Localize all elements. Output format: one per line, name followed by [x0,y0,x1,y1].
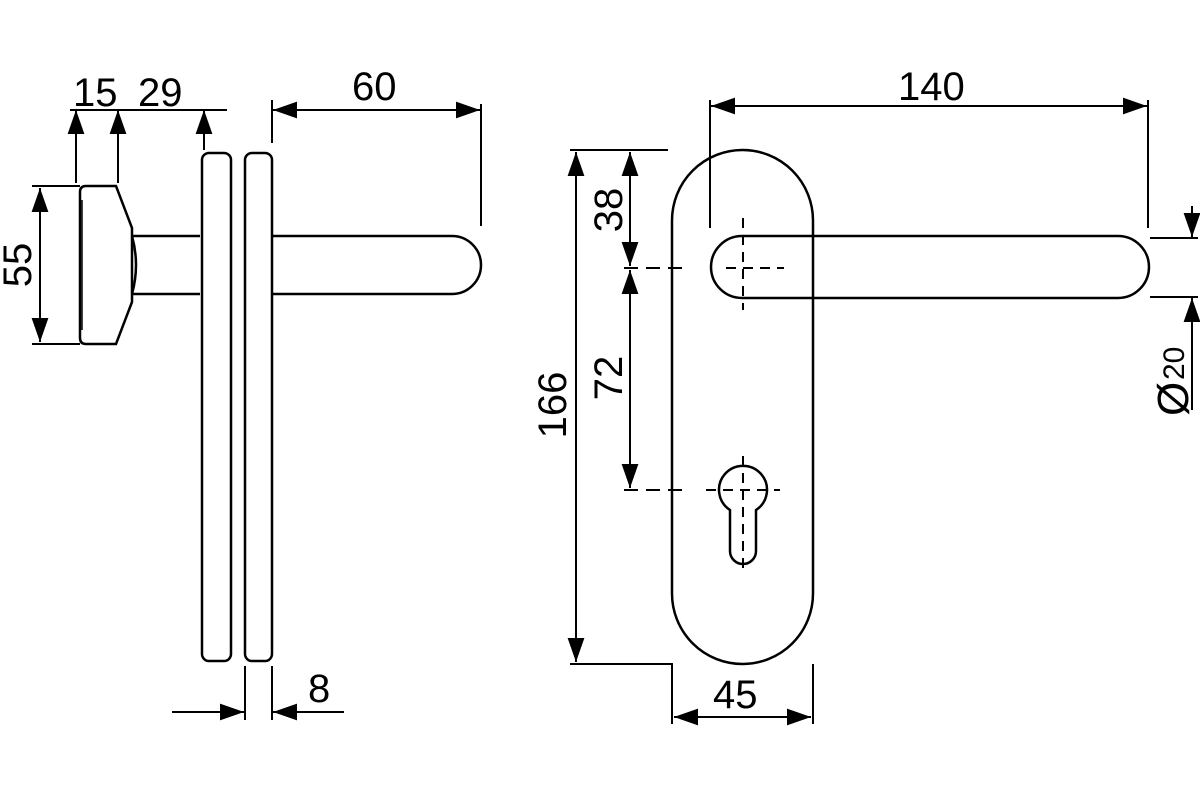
cylinder-keyhole [717,464,769,566]
dim-45-label: 45 [713,673,758,717]
diameter-value: 20 [1158,347,1191,380]
front-dimension-lines [567,97,1200,726]
front-view [670,148,1151,666]
dim-55-label: 55 [0,243,40,288]
dim-166-label: 166 [531,372,575,439]
diameter-symbol: Ø [1149,382,1198,416]
dim-15-label: 15 [73,71,118,115]
back-plate-left [200,151,233,663]
dim-29-label: 29 [138,71,183,115]
lever-front [709,234,1151,300]
escutcheon-plate [670,148,815,666]
back-plate-right [243,151,274,663]
dim-72-label: 72 [587,356,631,401]
knob-neck [130,234,200,296]
dim-60-label: 60 [352,65,397,109]
knob-rose [78,184,134,346]
dim-diameter-label: Ø 20 [1149,347,1198,416]
side-dimension-lines [31,100,482,721]
dim-38-label: 38 [587,188,631,233]
lever-side [272,234,483,296]
side-view [78,151,483,663]
dim-140-label: 140 [898,65,965,109]
dim-8-label: 8 [308,667,330,711]
